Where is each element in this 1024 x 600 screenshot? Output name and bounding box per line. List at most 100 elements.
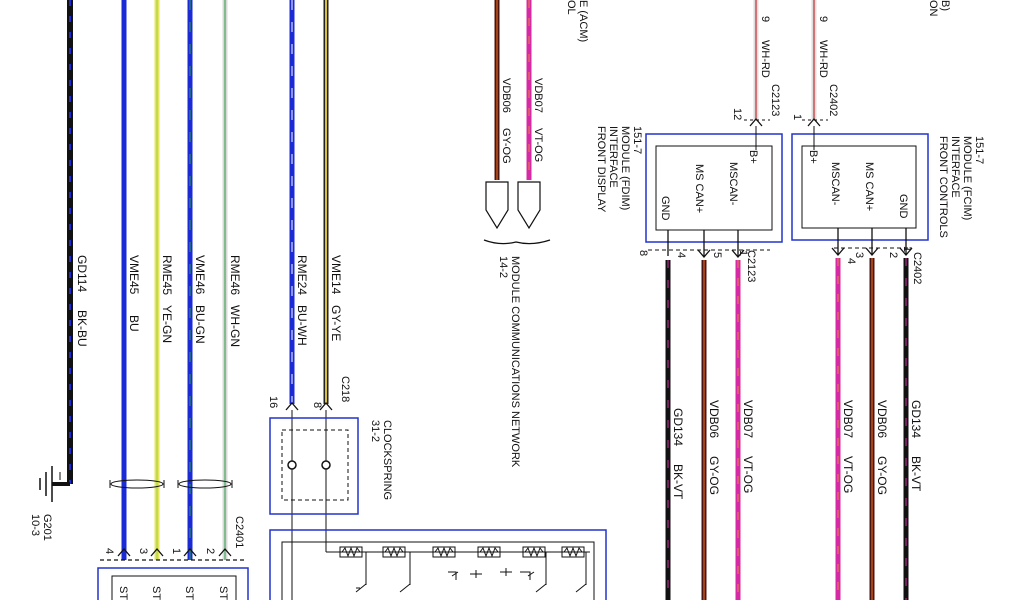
- fdim-title-line: FRONT DISPLAY: [595, 126, 607, 213]
- fcim-title-line: FRONT CONTROLS: [937, 136, 949, 238]
- wire-gd134-fcim-color: BK-VT: [909, 456, 923, 492]
- fdim-title-line: INTERFACE: [607, 126, 619, 188]
- fdim-top-arrow: [749, 118, 763, 127]
- bottom-left-label: ST: [217, 586, 229, 600]
- wire-vdb07-top-color: VT-OG: [532, 128, 544, 162]
- network-brace: [483, 239, 551, 245]
- wire-gd114-color: BK-BU: [75, 310, 89, 347]
- switch-icon: [355, 552, 587, 593]
- network-ref: 14-2: [497, 256, 509, 278]
- fdim-title-line: 151-7: [631, 126, 643, 154]
- fcim-pin: 2: [887, 252, 899, 258]
- wire-vme14-code: VME14: [329, 255, 343, 295]
- top-right-text-2: B): [939, 0, 951, 11]
- bottom-left-module: [97, 567, 249, 600]
- acm-text-2: E (ACM): [577, 0, 589, 42]
- wire-rme45-color: YE-GN: [160, 305, 174, 343]
- wire-gd134-fdim-code: GD134: [671, 408, 685, 446]
- fcim-module: [791, 126, 929, 241]
- network-terminal-icon: [485, 181, 541, 230]
- fdim-inner-mscan-minus: MSCAN-: [727, 162, 739, 206]
- fcim-pin: 1: [901, 246, 913, 252]
- fdim-top-pin: 12: [731, 108, 743, 120]
- wire-vdb07-fcim-color: VT-OG: [841, 456, 855, 493]
- wire-rme45-code: RME45: [160, 255, 174, 295]
- c2401-pin: 1: [170, 548, 182, 554]
- fdim-module: [645, 126, 783, 243]
- fcim-title-line: 151-7: [973, 136, 985, 164]
- connector-c218-arrows: [285, 402, 333, 411]
- fcim-inner-mscan-minus: MSCAN-: [829, 162, 841, 206]
- fdim-pin: 4: [675, 252, 687, 258]
- fdim-pin: 1: [737, 250, 749, 256]
- bottom-left-label: ST: [183, 586, 195, 600]
- c218-label: C218: [339, 376, 351, 402]
- fcim-top-arrow: [807, 118, 821, 127]
- clockspring-box: [269, 417, 359, 515]
- wire-rme46-color: WH-GN: [228, 305, 242, 347]
- fdim-pin: 5: [711, 252, 723, 258]
- wire-vdb06-fdim-code: VDB06: [707, 400, 721, 438]
- wire-whrd-fdim-color: WH-RD: [759, 40, 771, 78]
- wire-vdb07-fdim-color: VT-OG: [741, 456, 755, 493]
- c2401-pin: 2: [204, 548, 216, 554]
- wire-whrd-fdim-code: 9: [759, 16, 771, 22]
- fcim-pin: 3: [853, 252, 865, 258]
- acm-text-1: OL: [565, 0, 577, 15]
- wire-vme46-color: BU-GN: [193, 305, 207, 344]
- fdim-inner-bplus: B+: [747, 150, 759, 164]
- wire-vdb07-fcim-code: VDB07: [841, 400, 855, 438]
- ground-symbol-icon: [39, 466, 61, 502]
- fdim-pin: 8: [637, 250, 649, 256]
- wire-vdb06-top-color: GY-OG: [500, 128, 512, 164]
- clockspring-title: CLOCKSPRING: [381, 420, 393, 500]
- fdim-inner-mscan-plus: MS CAN+: [693, 164, 705, 213]
- connector-c2401-arrows: [100, 548, 245, 561]
- wire-vme45-code: VME45: [127, 255, 141, 295]
- network-label: MODULE COMMUNICATIONS NETWORK: [509, 256, 521, 468]
- fcim-connector: C2402: [827, 84, 839, 116]
- fdim-connector: C2123: [769, 84, 781, 116]
- fcim-inner-gnd: GND: [897, 194, 909, 219]
- fcim-pin-arrows: [831, 228, 913, 256]
- wire-gd134-fdim-color: BK-VT: [671, 464, 685, 500]
- fcim-inner-mscan-plus: MS CAN+: [863, 162, 875, 211]
- resistor-icon: [339, 546, 585, 558]
- wire-vdb06-fcim-code: VDB06: [875, 400, 889, 438]
- fcim-inner-bplus: B+: [807, 150, 819, 164]
- wire-rme24-color: BU-WH: [295, 305, 309, 346]
- wire-gd114-code: GD114: [75, 255, 89, 292]
- wire-rme24-code: RME24: [295, 255, 309, 295]
- wire-rme46-code: RME46: [228, 255, 242, 295]
- wire-vdb06-fdim-color: GY-OG: [707, 456, 721, 495]
- ground-page: 10-3: [29, 514, 41, 536]
- fcim-title-line: INTERFACE: [949, 136, 961, 198]
- c2401-pin: 3: [137, 548, 149, 554]
- clockspring-pin: 8: [311, 402, 323, 408]
- wire-whrd-fcim-color: WH-RD: [817, 40, 829, 78]
- wire-vdb07-fdim-code: VDB07: [741, 400, 755, 438]
- bottom-left-label: ST: [150, 586, 162, 600]
- fdim-bottom-connector: C2123: [745, 250, 757, 282]
- steering-wheel-switch-box: [269, 529, 607, 600]
- wire-vdb07-top-code: VDB07: [532, 78, 544, 113]
- clockspring-pin: 16: [267, 396, 279, 408]
- wire-vme14-color: GY-YE: [329, 305, 343, 341]
- wire-vme46-code: VME46: [193, 255, 207, 295]
- top-right-text-1: ON: [927, 0, 939, 17]
- wire-gd134-fcim-code: GD134: [909, 400, 923, 438]
- fcim-pin: 4: [845, 258, 857, 264]
- fcim-title-line: MODULE (FCIM): [961, 136, 973, 220]
- wire-vme45-color: BU: [127, 315, 141, 332]
- fdim-inner-gnd: GND: [659, 196, 671, 221]
- wire-gd114: [52, 0, 73, 486]
- wire-whrd-fcim-code: 9: [817, 16, 829, 22]
- clockspring-ref: 31-2: [369, 420, 381, 442]
- c2401-label: C2401: [233, 516, 245, 548]
- twisted-pair-icon: [177, 479, 233, 489]
- ground-ref: G201: [41, 514, 53, 541]
- fdim-title-line: MODULE (FDIM): [619, 126, 631, 210]
- fcim-top-pin: 1: [791, 114, 803, 120]
